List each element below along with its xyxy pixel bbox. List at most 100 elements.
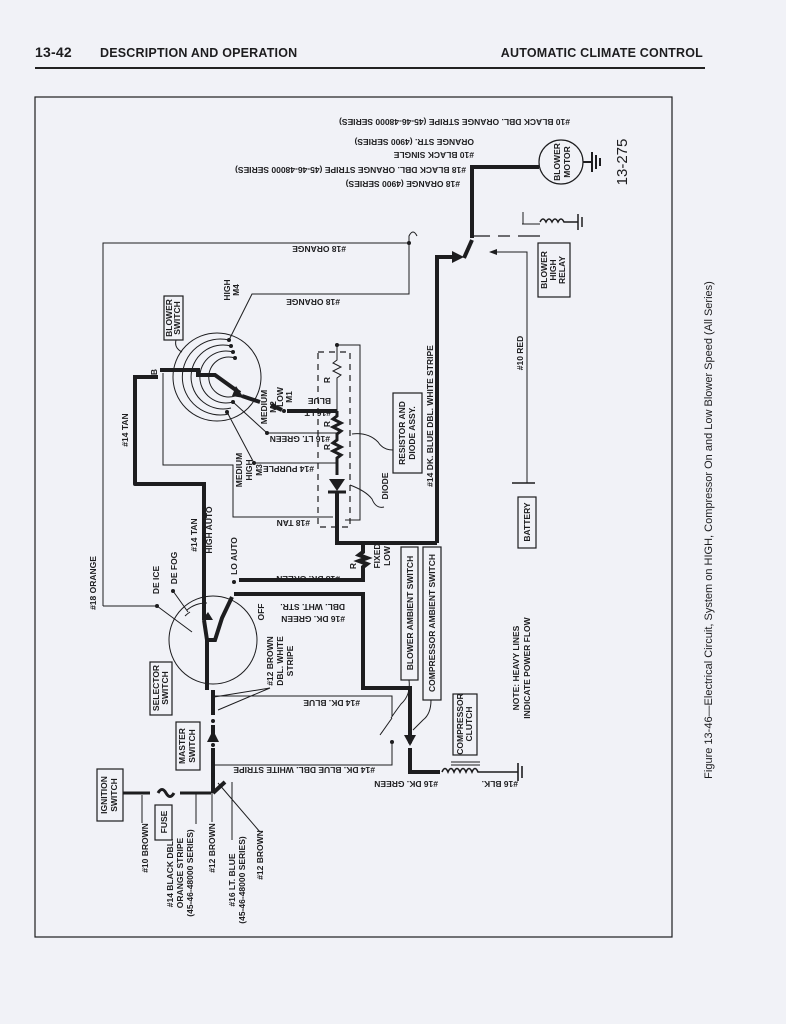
wire-label: #12 BROWN (265, 636, 275, 686)
wire-label: #16 DK. GREEN (281, 614, 345, 624)
relay-contact (462, 239, 474, 259)
master-switch: MASTER SWITCH (175, 721, 201, 771)
diode-icon (329, 479, 345, 491)
wire-label: #12 BROWN (207, 823, 217, 873)
wire-label: #18 TAN (277, 518, 310, 528)
position-fixed: FIXED (372, 543, 382, 568)
svg-text:FUSE: FUSE (159, 810, 169, 833)
svg-text:BLOWER AMBIENT SWITCH: BLOWER AMBIENT SWITCH (405, 556, 415, 670)
svg-text:MASTER: MASTER (177, 728, 187, 764)
svg-text:CLUTCH: CLUTCH (464, 707, 474, 742)
wire-label: #18 DK. GREEN (276, 574, 340, 584)
wire-label: #12 BROWN (255, 830, 265, 880)
wire-label: #14 DK. BLUE (303, 698, 360, 708)
wire-label: BLUE (308, 396, 331, 406)
position-high-auto: HIGH AUTO (204, 506, 214, 554)
figure-caption: Figure 13-46—Electrical Circuit, System … (703, 281, 715, 779)
chapter-title: AUTOMATIC CLIMATE CONTROL (500, 46, 703, 60)
ground-icon (583, 152, 601, 172)
resistor-r: R (322, 421, 332, 427)
blower-motor: BLOWER MOTOR (538, 139, 601, 185)
svg-text:BLOWER: BLOWER (164, 299, 174, 337)
resistor-r: R (322, 444, 332, 450)
wire-label: #18 ORANGE (286, 297, 340, 307)
wire-label: #16 LT. BLUE (227, 853, 237, 907)
position-b: B (149, 369, 159, 375)
wire-label: #14 PURPLE (263, 464, 314, 474)
dk-blue14-dbl-wire (213, 744, 393, 766)
svg-text:IGNITION: IGNITION (99, 776, 109, 814)
svg-text:HIGH: HIGH (548, 259, 558, 280)
red10-wire (490, 251, 528, 483)
position-lo-auto: LO AUTO (229, 537, 239, 575)
wire-label: #14 TAN (189, 518, 199, 551)
clutch-coil-icon (441, 763, 523, 781)
wire-label: (45-46-48000 SERIES) (237, 836, 247, 924)
svg-text:SWITCH: SWITCH (160, 671, 170, 705)
wire-label: ORANGE STR. (4900 SERIES) (354, 137, 474, 147)
tan14-wire (133, 375, 206, 620)
arrow-icon (489, 249, 497, 255)
wire-label: STRIPE (285, 645, 295, 676)
position-m3: M3 (254, 464, 264, 476)
blower-switch-contact (160, 368, 242, 395)
wire-label: #18 ORANGE (88, 556, 98, 610)
dk-blue-power-wire (435, 255, 455, 543)
wire-label: #16 LT. GREEN (270, 434, 330, 444)
arrow-icon (452, 251, 464, 263)
wire-label: #16 LT. (303, 408, 331, 418)
svg-text:BATTERY: BATTERY (522, 502, 532, 542)
figure-id: 13-275 (614, 139, 631, 186)
svg-text:DIODE: DIODE (380, 472, 390, 499)
svg-text:RESISTOR AND: RESISTOR AND (397, 401, 407, 465)
relay-coil-icon (539, 214, 583, 230)
wire-label: ORANGE STRIPE (175, 837, 185, 908)
svg-text:BLOWER: BLOWER (552, 143, 562, 181)
position-high: HIGH (222, 279, 232, 300)
wire-label: #10 BLACK SINGLE (393, 150, 474, 160)
ignition-switch: IGNITION SWITCH (96, 768, 124, 822)
wire-label: DBL. WHT. STR. (280, 602, 345, 612)
dk-green18-wire (239, 543, 373, 582)
position-medium: MEDIUM (259, 390, 269, 424)
svg-text:SWITCH: SWITCH (109, 778, 119, 812)
resistor-icon (331, 345, 343, 411)
svg-text:SWITCH: SWITCH (172, 301, 182, 335)
position-de-ice: DE ICE (151, 566, 161, 595)
wire-label: #18 ORANGE (292, 244, 346, 254)
position-de-fog: DE FOG (169, 551, 179, 584)
position-off: OFF (256, 604, 266, 621)
note-line: INDICATE POWER FLOW (522, 616, 532, 718)
svg-text:SELECTOR: SELECTOR (151, 665, 161, 711)
wire-label: #18 ORANGE (4900 SERIES) (346, 179, 460, 189)
resistor-assy-outline (317, 351, 351, 528)
section-title: DESCRIPTION AND OPERATION (100, 46, 298, 60)
resistor-diode-assy: RESISTOR AND DIODE ASSY. (351, 392, 423, 474)
wire-label: DBL. WHITE (275, 636, 285, 686)
dk-blue14-wire (213, 695, 393, 716)
tan18-wire (162, 344, 361, 521)
selector-switch: SELECTOR SWITCH (149, 595, 258, 716)
diode-output-wire (335, 492, 437, 545)
compressor-clutch: COMPRESSOR CLUTCH (451, 693, 480, 766)
svg-text:HIGH: HIGH (244, 459, 254, 480)
figure-frame (34, 96, 673, 938)
wire-label: #18 BLACK DBL. ORANGE STRIPE (45-46-4800… (235, 165, 466, 175)
motor-feed-wire (470, 165, 539, 238)
resistor-r: R (322, 377, 332, 383)
wire-label: #14 DK. BLUE DBL. WHITE STRIPE (425, 345, 435, 487)
svg-text:MOTOR: MOTOR (562, 146, 572, 177)
svg-text:COMPRESSOR AMBIENT SWITCH: COMPRESSOR AMBIENT SWITCH (427, 554, 437, 692)
wire-label: #10 RED (515, 336, 525, 371)
fuse: FUSE (154, 804, 173, 841)
position-m2: M2 (268, 401, 278, 413)
wire-label: #14 DK. BLUE DBL. WHITE STRIPE (233, 765, 375, 775)
selector-contact (202, 596, 234, 642)
position-low: LOW (382, 545, 392, 566)
position-medium-high: MEDIUM (234, 453, 244, 487)
resistor-r: R (348, 563, 358, 569)
arrow-icon (207, 730, 219, 742)
orange18-wire (102, 242, 410, 606)
diode-label: DIODE (349, 472, 390, 508)
wire-label: (45-46-48000 SERIES) (185, 829, 195, 917)
